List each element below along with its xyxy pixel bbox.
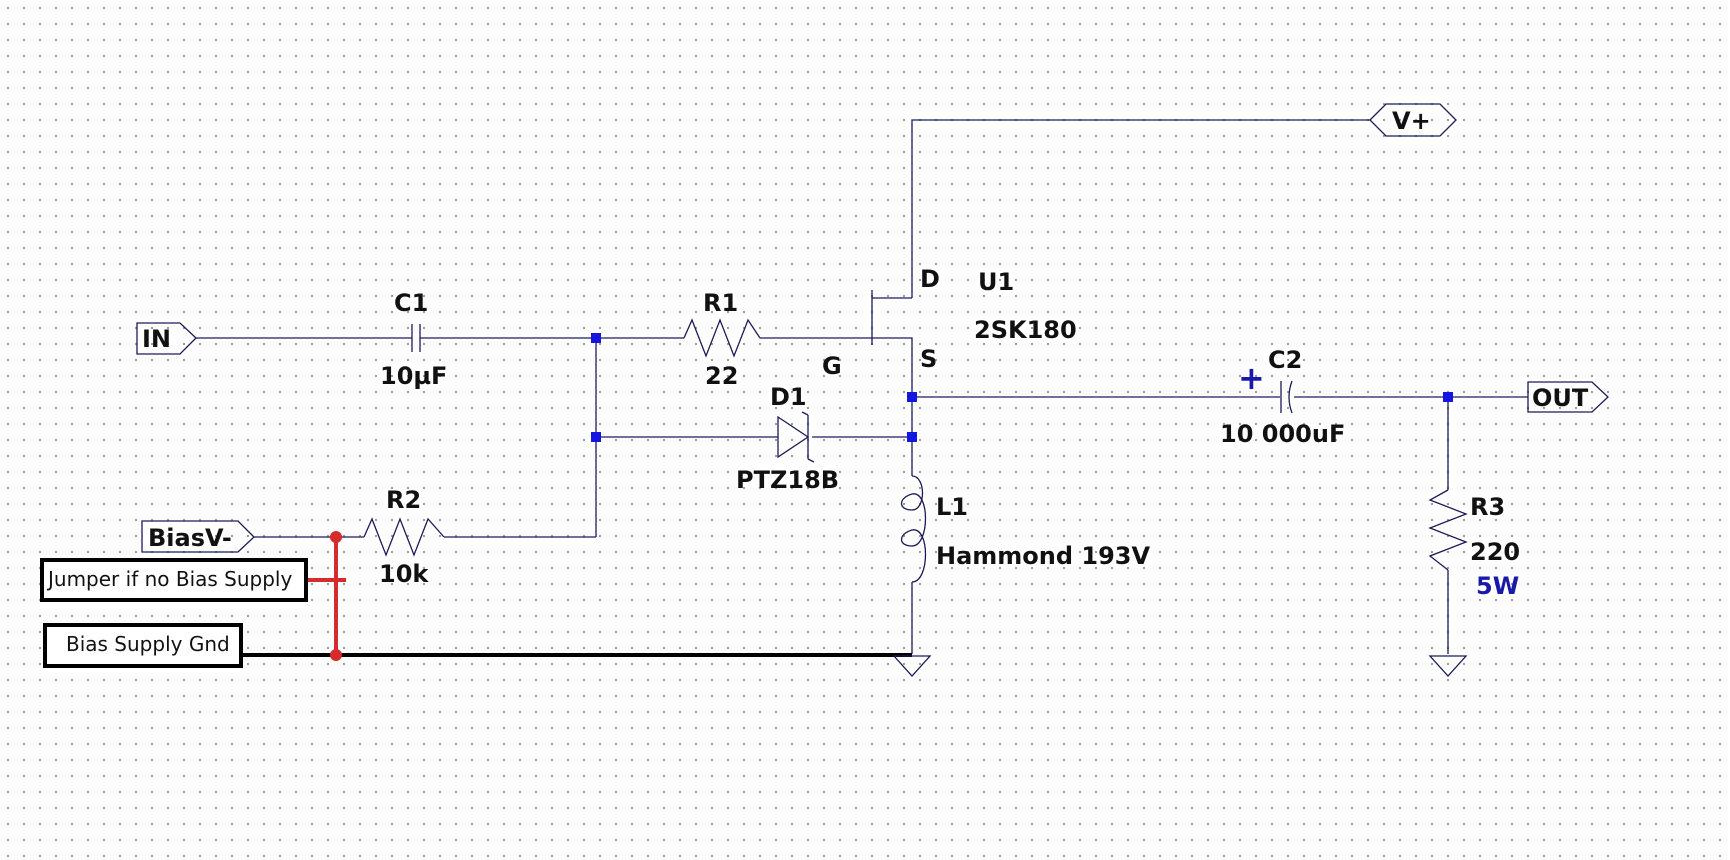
port-vplus-label: V+ — [1392, 107, 1431, 135]
port-in[interactable]: IN — [136, 322, 197, 355]
r3-value: 220 — [1470, 538, 1520, 566]
junction-jumper-bottom — [330, 649, 342, 661]
port-in-label: IN — [142, 325, 171, 353]
port-out[interactable]: OUT — [1527, 381, 1609, 413]
capacitor-c1[interactable] — [411, 324, 421, 352]
c1-value: 10µF — [380, 362, 447, 390]
u1-value: 2SK180 — [974, 316, 1077, 344]
r1-ref: R1 — [703, 289, 738, 317]
jumper-note-text: Jumper if no Bias Supply — [46, 567, 292, 591]
u1-pin-s: S — [920, 345, 937, 373]
u1-pin-g: G — [822, 352, 842, 380]
wires — [196, 119, 1528, 657]
inductor-l1[interactable] — [900, 475, 927, 583]
c2-ref: C2 — [1268, 346, 1302, 374]
r2-ref: R2 — [386, 486, 421, 514]
r3-power: 5W — [1476, 572, 1519, 600]
capacitor-c2[interactable] — [1280, 380, 1293, 414]
l1-ref: L1 — [936, 493, 968, 521]
resistor-r2[interactable] — [363, 517, 445, 557]
junction-source — [907, 392, 917, 402]
port-out-label: OUT — [1532, 384, 1589, 412]
d1-value: PTZ18B — [736, 466, 839, 494]
ground-symbol-l1 — [892, 655, 932, 677]
junction-out — [1443, 392, 1453, 402]
bias-gnd-note: Bias Supply Gnd — [43, 623, 243, 668]
c1-ref: C1 — [394, 289, 428, 317]
r2-value: 10k — [379, 560, 429, 588]
resistor-r3[interactable] — [1428, 489, 1468, 571]
junction-diode-node — [591, 432, 601, 442]
jumper-note: Jumper if no Bias Supply — [40, 558, 308, 602]
r3-ref: R3 — [1470, 493, 1505, 521]
jfet-u1[interactable] — [871, 290, 913, 345]
c2-value: 10 000uF — [1220, 420, 1345, 448]
r1-value: 22 — [705, 362, 738, 390]
port-vplus[interactable]: V+ — [1369, 103, 1457, 137]
port-biasv-label: BiasV- — [148, 524, 232, 552]
port-biasv[interactable]: BiasV- — [141, 520, 255, 553]
bias-gnd-note-text: Bias Supply Gnd — [66, 632, 230, 656]
l1-value: Hammond 193V — [936, 542, 1151, 570]
junction-jumper-top — [330, 531, 342, 543]
junction-diode-cathode — [907, 432, 917, 442]
junction-gate-node — [591, 333, 601, 343]
u1-ref: U1 — [978, 268, 1014, 296]
zener-diode-d1[interactable] — [777, 411, 815, 463]
wire-drain-vplus — [911, 119, 1370, 298]
c2-polarity: + — [1238, 359, 1265, 397]
d1-ref: D1 — [770, 383, 807, 411]
u1-pin-d: D — [920, 265, 940, 293]
ground-symbol-r3 — [1428, 655, 1468, 677]
junctions — [330, 333, 1453, 661]
resistor-r1[interactable] — [683, 318, 761, 358]
